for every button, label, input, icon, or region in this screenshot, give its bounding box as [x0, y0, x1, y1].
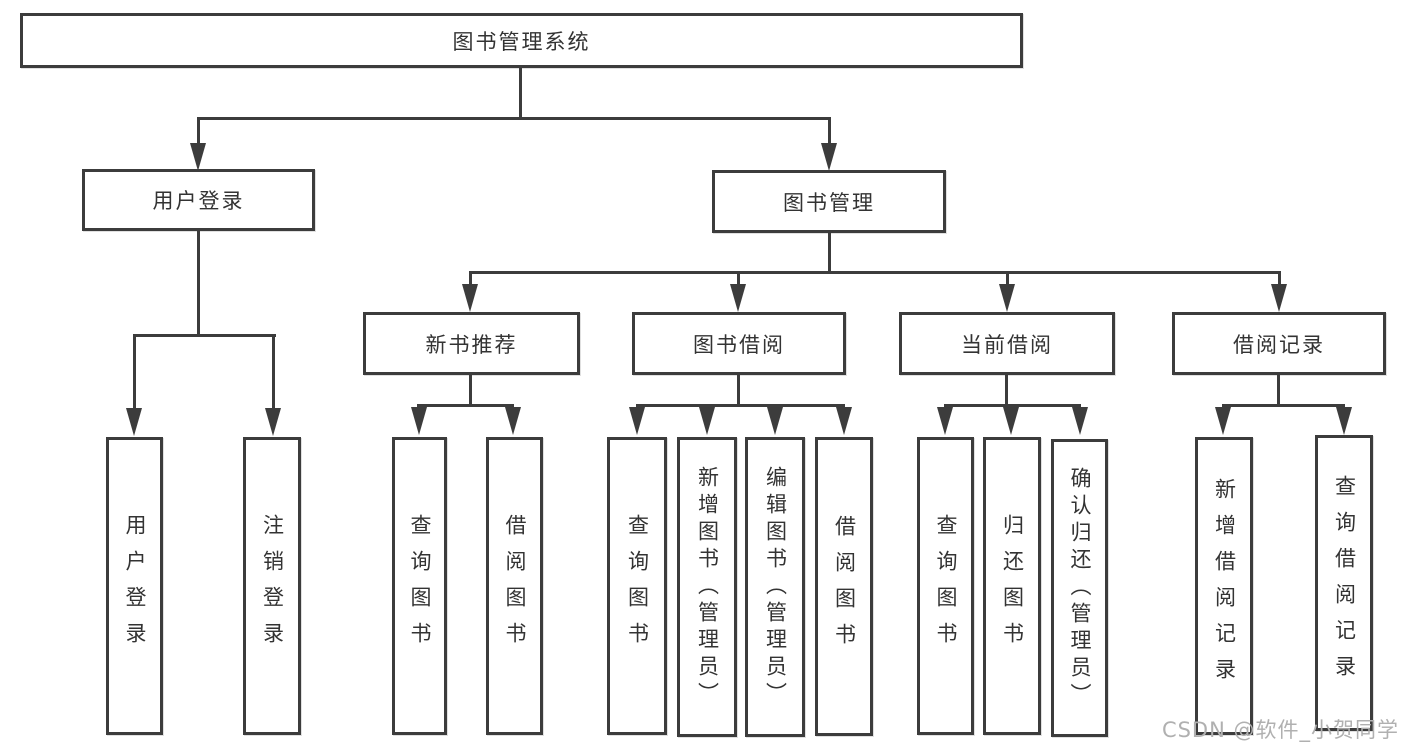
connector-groupD-down [1277, 375, 1280, 407]
leaf-edit-books-admin-label: 编辑图书（管理员） [763, 465, 788, 709]
arrow-down-B4 [836, 407, 852, 435]
connector-groupB-down [737, 375, 740, 407]
arrow-down-user-login [190, 143, 206, 171]
connector-leaf-logout-stem [272, 334, 275, 408]
connector-level1-branch [197, 117, 831, 120]
connector-current-borrow-stem [1006, 271, 1009, 285]
connector-new-book-stem [469, 271, 472, 285]
leaf-add-books-admin-label: 新增图书（管理员） [695, 465, 720, 709]
arrow-down-borrow-records [1271, 284, 1287, 312]
leaf-query-books-current-label: 查询图书 [934, 514, 958, 658]
leaf-return-books-label: 归还图书 [1000, 514, 1025, 658]
connector-groupC-branch [944, 404, 1081, 407]
node-user-login: 用户登录 [82, 169, 315, 231]
node-library-system: 图书管理系统 [20, 13, 1023, 68]
connector-groupD-branch [1222, 404, 1345, 407]
leaf-user-login: 用户登录 [106, 437, 163, 735]
leaf-borrow-books-recommend-label: 借阅图书 [503, 514, 527, 658]
leaf-query-borrow-record: 查询借阅记录 [1315, 435, 1373, 731]
node-borrow-records: 借阅记录 [1172, 312, 1386, 375]
leaf-user-login-label: 用户登录 [123, 514, 147, 658]
connector-user-login-branch [133, 334, 276, 337]
leaf-query-books-borrow-label: 查询图书 [625, 514, 650, 658]
arrow-down-C1 [937, 407, 953, 435]
leaf-query-books-borrow: 查询图书 [607, 437, 667, 735]
arrow-down-leaf-logout [265, 408, 281, 436]
node-current-borrow: 当前借阅 [899, 312, 1115, 375]
node-current-borrow-label: 当前借阅 [961, 332, 1053, 357]
arrow-down-D1 [1215, 407, 1231, 435]
leaf-add-borrow-record: 新增借阅记录 [1195, 437, 1253, 735]
arrow-down-A1 [411, 407, 427, 435]
leaf-confirm-return-admin: 确认归还（管理员） [1051, 439, 1108, 737]
node-user-login-label: 用户登录 [152, 189, 245, 213]
node-new-book-recommend-label: 新书推荐 [425, 332, 518, 357]
arrow-down-current-borrow [999, 284, 1015, 312]
leaf-confirm-return-admin-label: 确认归还（管理员） [1068, 466, 1092, 710]
arrow-down-leaf-login [126, 408, 142, 436]
connector-book-mgmt-stem [828, 117, 831, 147]
connector-book-mgmt-down [828, 233, 831, 274]
arrow-down-A2 [505, 407, 521, 435]
leaf-edit-books-admin: 编辑图书（管理员） [745, 437, 805, 737]
leaf-return-books: 归还图书 [983, 437, 1041, 735]
connector-groupC-down [1005, 375, 1008, 407]
leaf-borrow-books-recommend: 借阅图书 [486, 437, 543, 735]
connector-groupB-branch [636, 404, 845, 407]
leaf-borrow-books-label: 借阅图书 [832, 514, 857, 659]
connector-groupA-branch [417, 404, 514, 407]
node-borrow-records-label: 借阅记录 [1233, 332, 1325, 357]
leaf-logout-label: 注销登录 [260, 514, 285, 658]
arrow-down-book-mgmt [821, 143, 837, 171]
connector-user-login-down [197, 231, 200, 337]
leaf-query-books-current: 查询图书 [917, 437, 974, 735]
arrow-down-B2 [699, 407, 715, 435]
leaf-add-borrow-record-label: 新增借阅记录 [1212, 478, 1237, 694]
arrow-down-book-borrow [730, 284, 746, 312]
connector-user-login-stem [197, 117, 200, 147]
node-book-borrow: 图书借阅 [632, 312, 846, 375]
leaf-add-books-admin: 新增图书（管理员） [677, 437, 737, 737]
csdn-watermark: CSDN @软件_小贺同学 [1161, 718, 1399, 742]
arrow-down-B3 [767, 407, 783, 435]
connector-level2-branch [469, 271, 1281, 274]
connector-groupA-down [469, 375, 472, 407]
leaf-borrow-books: 借阅图书 [815, 437, 873, 736]
leaf-query-books-recommend-label: 查询图书 [408, 514, 432, 658]
arrow-down-B1 [629, 407, 645, 435]
node-book-borrow-label: 图书借阅 [693, 332, 785, 357]
connector-leaf-login-stem [133, 334, 136, 408]
arrow-down-new-book [462, 284, 478, 312]
leaf-logout: 注销登录 [243, 437, 301, 735]
node-book-management-label: 图书管理 [783, 190, 875, 215]
connector-borrow-records-stem [1278, 271, 1281, 285]
arrow-down-D2 [1336, 407, 1352, 435]
node-library-system-label: 图书管理系统 [452, 29, 591, 54]
leaf-query-books-recommend: 查询图书 [392, 437, 447, 735]
connector-book-borrow-stem [737, 271, 740, 285]
node-book-management: 图书管理 [712, 170, 946, 233]
node-new-book-recommend: 新书推荐 [363, 312, 580, 375]
leaf-query-borrow-record-label: 查询借阅记录 [1332, 475, 1357, 691]
arrow-down-C3 [1072, 407, 1088, 435]
arrow-down-C2 [1003, 407, 1019, 435]
connector-root-stem [519, 68, 522, 120]
